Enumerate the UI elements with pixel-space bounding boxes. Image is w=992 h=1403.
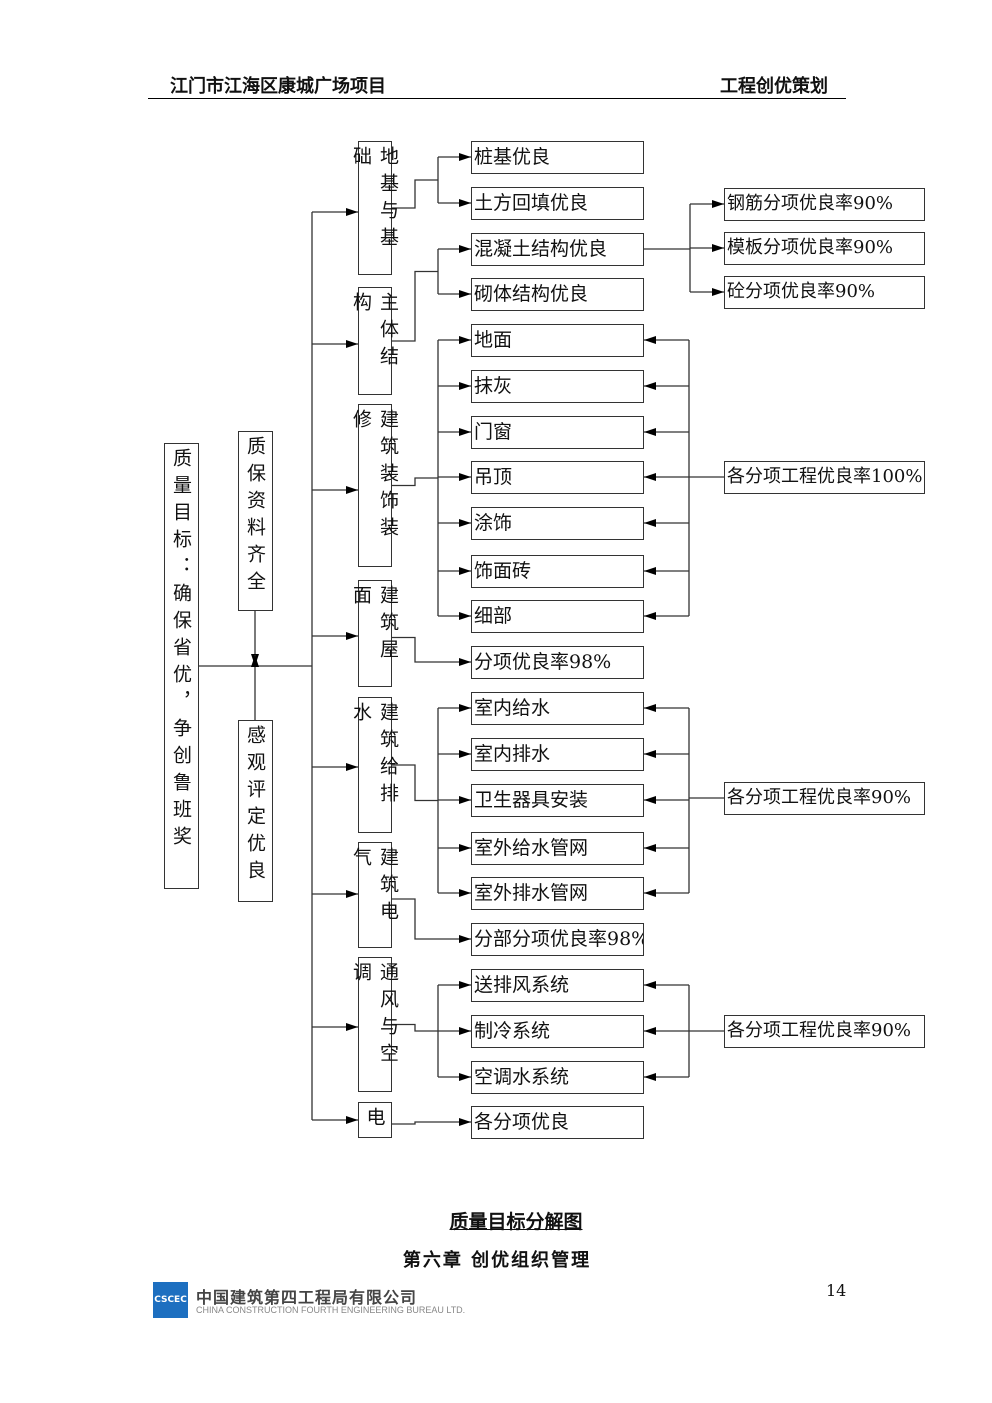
item-box-label: 地面 — [474, 329, 513, 351]
goal-box-label: 质量目标：确保省优，争创鲁班奖 — [170, 448, 192, 853]
appearance-box-label: 感观评定优良 — [244, 725, 266, 887]
item-box-label: 桩基优良 — [474, 146, 551, 168]
category-box: 地基与基础 — [350, 141, 399, 275]
target-box-label: 砼分项优良率90% — [727, 281, 876, 302]
item-box-label: 分项优良率98% — [474, 651, 612, 673]
company-name-cn: 中国建筑第四工程局有限公司 — [196, 1288, 418, 1307]
item-box-label: 细部 — [474, 605, 513, 627]
category-box-label: 建筑屋面 — [350, 585, 399, 666]
category-box: 建筑屋面 — [350, 580, 399, 687]
item-box-label: 吊顶 — [474, 466, 513, 488]
header-project: 江门市江海区康城广场项目 — [170, 76, 386, 97]
target-box: 各分项工程优良率90% — [724, 1015, 925, 1048]
target-box-label: 各分项工程优良率90% — [727, 1020, 912, 1041]
logo-text: CSCEC — [154, 1295, 187, 1305]
item-box: 抹灰 — [471, 370, 644, 403]
category-box-label: 建筑给排水 — [350, 702, 399, 810]
target-box-label: 模板分项优良率90% — [727, 237, 894, 258]
category-box: 主体结构 — [350, 287, 399, 395]
item-box: 制冷系统 — [471, 1015, 644, 1048]
item-box-label: 抹灰 — [474, 375, 513, 397]
category-box-label: 建筑装饰装修 — [350, 409, 399, 544]
chapter-heading: 第六章 创优组织管理 — [402, 1250, 592, 1271]
item-box-label: 室外给水管网 — [474, 837, 589, 859]
category-box-label: 地基与基础 — [350, 146, 399, 254]
item-box-label: 空调水系统 — [474, 1066, 570, 1088]
item-box: 送排风系统 — [471, 969, 644, 1002]
target-box-label: 各分项工程优良率100% — [727, 466, 923, 487]
item-box-label: 分部分项优良率98% — [474, 928, 644, 950]
target-box: 砼分项优良率90% — [724, 276, 925, 309]
target-box-label: 钢筋分项优良率90% — [727, 193, 894, 214]
target-box: 钢筋分项优良率90% — [724, 188, 925, 221]
item-box: 室内给水 — [471, 692, 644, 725]
target-box-label: 各分项工程优良率90% — [727, 787, 912, 808]
target-box: 各分项工程优良率100% — [724, 461, 925, 494]
category-box-label: 建筑电气 — [350, 847, 399, 928]
item-box: 地面 — [471, 324, 644, 357]
category-box-label: 通风与空调 — [350, 962, 399, 1070]
target-box: 各分项工程优良率90% — [724, 782, 925, 815]
item-box: 门窗 — [471, 416, 644, 449]
category-box: 通风与空调 — [350, 957, 399, 1092]
category-link — [392, 477, 438, 487]
item-box: 各分项优良 — [471, 1106, 644, 1139]
header-doc-title: 工程创优策划 — [720, 76, 828, 97]
item-box: 桩基优良 — [471, 141, 644, 174]
item-box-label: 卫生器具安装 — [474, 789, 589, 811]
category-link — [392, 764, 438, 802]
item-box-label: 送排风系统 — [474, 974, 570, 996]
item-box-label: 饰面砖 — [474, 560, 532, 582]
item-box-label: 制冷系统 — [474, 1020, 551, 1042]
appearance-box: 感观评定优良 — [238, 720, 273, 902]
category-box-label: 电 — [363, 1107, 386, 1134]
item-box-label: 室内排水 — [474, 743, 551, 765]
item-box-label: 各分项优良 — [474, 1111, 570, 1133]
figure-caption: 质量目标分解图 — [449, 1211, 583, 1233]
category-box: 建筑装饰装修 — [350, 404, 399, 567]
item-box: 涂饰 — [471, 507, 644, 540]
header-rule — [148, 98, 846, 99]
item-box: 卫生器具安装 — [471, 784, 644, 817]
item-arrow — [392, 898, 471, 943]
item-box: 室外排水管网 — [471, 877, 644, 910]
item-box: 室内排水 — [471, 738, 644, 771]
docs-complete-box-label: 质保资料齐全 — [244, 436, 266, 598]
item-box-label: 门窗 — [474, 421, 513, 443]
item-box-label: 室内给水 — [474, 697, 551, 719]
item-arrow — [392, 1118, 471, 1126]
company-name-en: CHINA CONSTRUCTION FOURTH ENGINEERING BU… — [196, 1305, 466, 1315]
item-box-label: 土方回填优良 — [474, 192, 589, 214]
category-link — [392, 1023, 438, 1032]
category-link — [392, 270, 438, 342]
item-box: 土方回填优良 — [471, 187, 644, 220]
item-box-label: 砌体结构优良 — [474, 283, 589, 305]
category-box: 建筑电气 — [350, 842, 399, 948]
category-box: 电 — [358, 1102, 392, 1138]
item-box-label: 混凝土结构优良 — [474, 238, 608, 260]
item-box: 分项优良率98% — [471, 646, 644, 679]
item-box: 混凝土结构优良 — [471, 233, 644, 266]
item-box: 饰面砖 — [471, 555, 644, 588]
item-box-label: 室外排水管网 — [474, 882, 589, 904]
target-box: 模板分项优良率90% — [724, 232, 925, 265]
item-box: 细部 — [471, 600, 644, 633]
item-box: 吊顶 — [471, 461, 644, 494]
company-logo: CSCEC — [153, 1282, 188, 1318]
item-box-label: 涂饰 — [474, 512, 513, 534]
item-box: 砌体结构优良 — [471, 278, 644, 311]
page-number: 14 — [826, 1281, 847, 1300]
item-box: 室外给水管网 — [471, 832, 644, 865]
goal-box: 质量目标：确保省优，争创鲁班奖 — [164, 443, 199, 889]
category-link — [392, 179, 438, 209]
category-box: 建筑给排水 — [350, 697, 399, 833]
item-box: 空调水系统 — [471, 1061, 644, 1094]
category-box-label: 主体结构 — [350, 292, 399, 373]
docs-complete-box: 质保资料齐全 — [238, 431, 273, 611]
item-box: 分部分项优良率98% — [471, 923, 644, 956]
item-arrow — [392, 636, 471, 666]
